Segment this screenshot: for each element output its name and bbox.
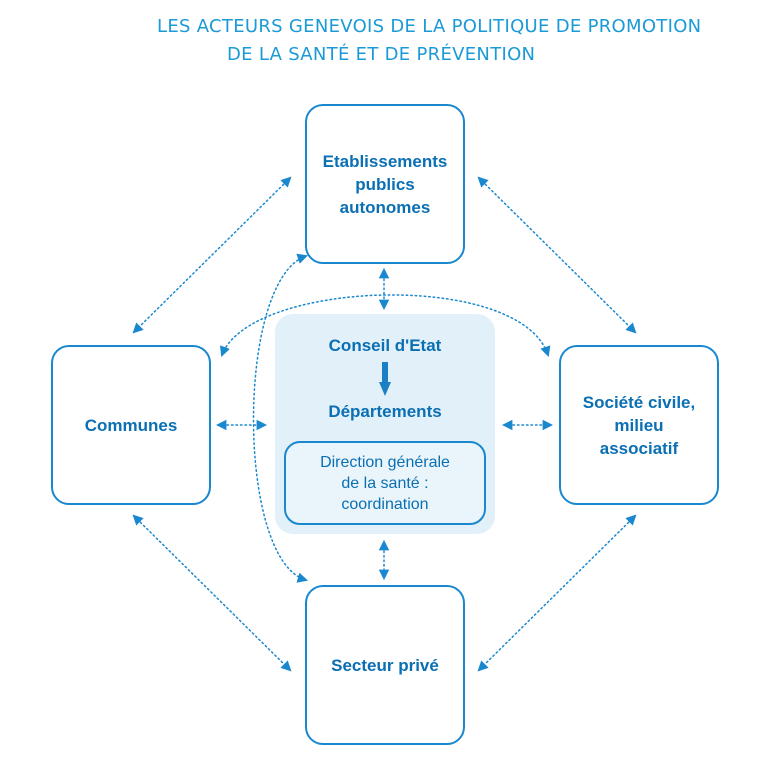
direction-generale-box: Direction générale de la santé : coordin…: [284, 441, 486, 525]
node-bottom-line-1: Secteur privé: [331, 655, 439, 675]
arrow-down-icon: [379, 362, 391, 396]
conseil-etat-label: Conseil d'Etat: [328, 336, 442, 355]
link-left-bottom: [132, 514, 292, 672]
node-right-line-2: milieu: [614, 415, 664, 435]
diagram-title-line-2: DE LA SANTÉ ET DE PRÉVENTION: [227, 44, 536, 65]
node-top-line-3: autonomes: [339, 197, 431, 217]
link-top-left: [132, 176, 292, 334]
node-right-line-1: Société civile,: [582, 392, 696, 412]
node-right-line-3: associatif: [599, 438, 679, 458]
node-left-line-1: Communes: [84, 415, 178, 435]
node-top-line-2: publics: [355, 174, 415, 194]
node-societe-civile: Société civile, milieu associatif: [559, 345, 719, 505]
arc-left-right: [220, 294, 551, 357]
node-top-line-1: Etablissements: [322, 151, 448, 171]
link-top-right: [477, 176, 637, 334]
dg-line-2: de la santé :: [341, 474, 429, 492]
node-communes: Communes: [51, 345, 211, 505]
dg-line-3: coordination: [341, 495, 429, 513]
departements-label: Départements: [328, 402, 442, 421]
dg-line-1: Direction générale: [320, 453, 450, 471]
link-right-bottom: [477, 514, 637, 672]
node-etablissements-publics: Etablissements publics autonomes: [305, 104, 465, 264]
node-secteur-prive: Secteur privé: [305, 585, 465, 745]
diagram-title-line-1: LES ACTEURS GENEVOIS DE LA POLITIQUE DE …: [157, 16, 702, 37]
center-panel: Conseil d'Etat Départements Direction gé…: [275, 314, 495, 534]
